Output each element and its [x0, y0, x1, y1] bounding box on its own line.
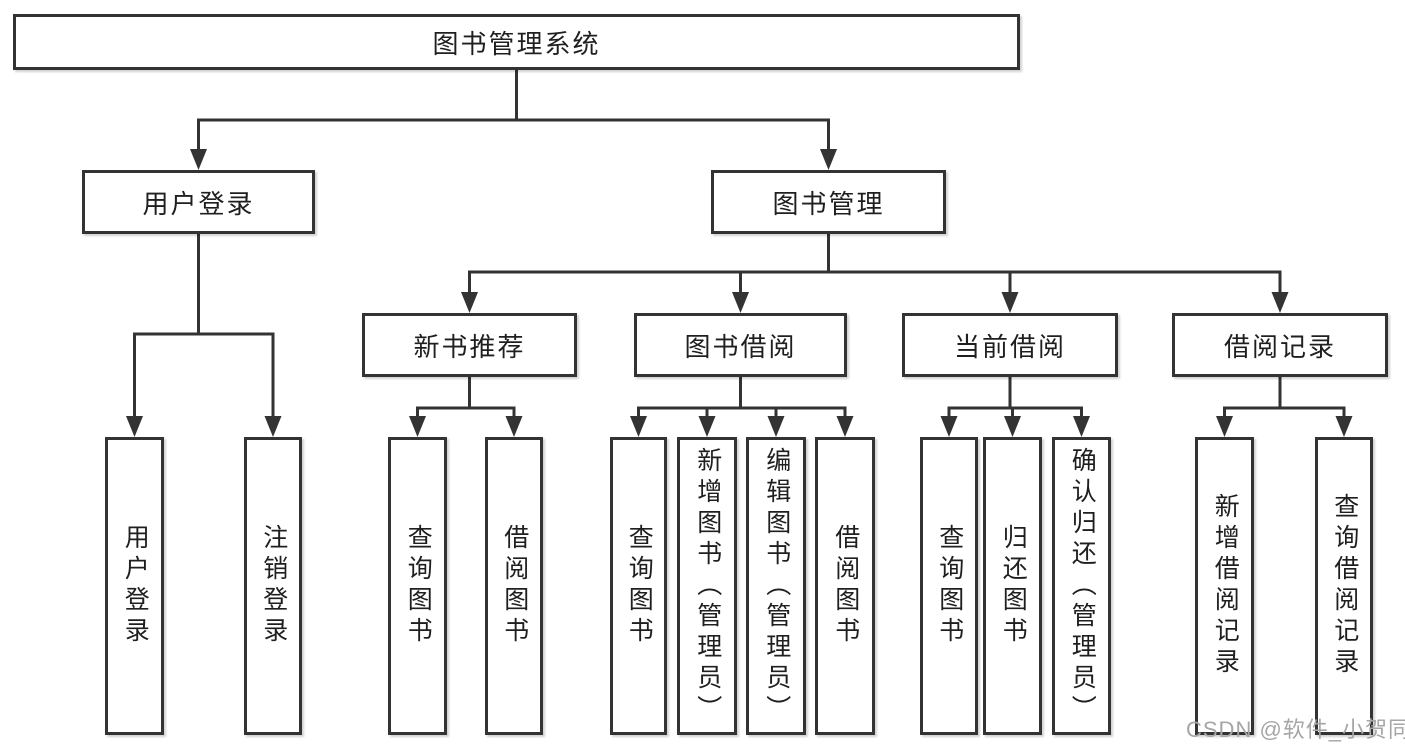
leaf-query-books: 查询图书: [920, 437, 978, 735]
leaf-label: 借阅图书: [500, 524, 529, 648]
leaf-query-books: 查询图书: [388, 437, 447, 735]
leaf-add-borrow-record: 新增借阅记录: [1195, 437, 1254, 735]
node-library-system: 图书管理系统: [13, 14, 1020, 70]
node-current-borrow: 当前借阅: [902, 313, 1118, 377]
leaf-confirm-return-admin: 确认归还（管理员）: [1052, 437, 1111, 735]
leaf-logout: 注销登录: [244, 437, 302, 735]
leaf-add-book-admin: 新增图书（管理员）: [677, 437, 737, 735]
leaf-label: 查询图书: [404, 524, 433, 648]
leaf-label: 归还图书: [999, 524, 1028, 648]
leaf-label: 查询图书: [625, 524, 654, 648]
node-book-borrow: 图书借阅: [634, 313, 847, 377]
leaf-return-book: 归还图书: [983, 437, 1042, 735]
leaf-label: 注销登录: [259, 524, 288, 648]
leaf-label: 新增借阅记录: [1211, 493, 1240, 679]
leaf-query-books: 查询图书: [610, 437, 667, 735]
node-user-login: 用户登录: [82, 170, 315, 234]
watermark: CSDN @软件_小贺同学: [1186, 717, 1405, 742]
leaf-label: 查询借阅记录: [1330, 493, 1359, 679]
leaf-query-borrow-record: 查询借阅记录: [1315, 437, 1373, 735]
leaf-label: 借阅图书: [831, 524, 860, 648]
leaf-label: 用户登录: [121, 524, 150, 648]
leaf-borrow-books: 借阅图书: [485, 437, 543, 735]
node-borrow-records: 借阅记录: [1172, 313, 1388, 377]
leaf-label: 确认归还（管理员）: [1068, 446, 1097, 726]
leaf-label: 查询图书: [935, 524, 964, 648]
leaf-edit-book-admin: 编辑图书（管理员）: [746, 437, 806, 735]
leaf-label: 编辑图书（管理员）: [762, 446, 791, 726]
node-new-book-recommend: 新书推荐: [362, 313, 577, 377]
leaf-user-login: 用户登录: [105, 437, 164, 735]
leaf-borrow-books: 借阅图书: [815, 437, 875, 735]
leaf-label: 新增图书（管理员）: [693, 446, 722, 726]
node-book-management: 图书管理: [711, 170, 946, 234]
